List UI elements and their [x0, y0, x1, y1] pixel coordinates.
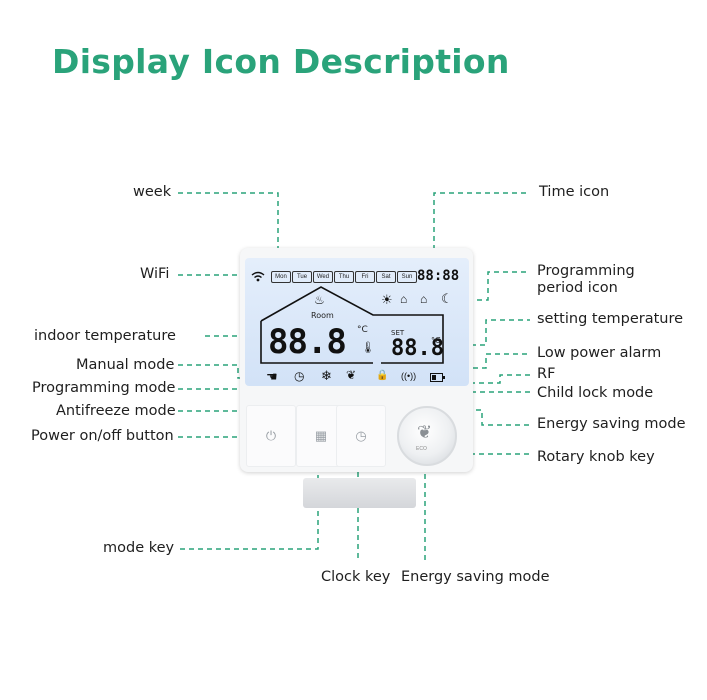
label-rotary-knob-key: Rotary knob key — [537, 449, 655, 465]
device-stand — [303, 478, 416, 508]
label-mode-key: mode key — [103, 540, 175, 556]
home-icon: ⌂ — [400, 292, 408, 306]
label-time-icon: Time icon — [539, 184, 610, 200]
label-programming-mode: Programming mode — [32, 380, 176, 396]
leader-low-power-alarm — [437, 353, 530, 369]
label-power-button: Power on/off button — [31, 428, 174, 444]
battery-icon — [430, 373, 445, 382]
day-sat: Sat — [376, 271, 396, 283]
power-button[interactable]: ⏻ — [246, 405, 296, 467]
label-antifreeze-mode: Antifreeze mode — [56, 403, 176, 419]
hand-icon: ☚ — [266, 369, 278, 384]
flame-icon: ♨ — [314, 293, 325, 307]
sun-icon: ☀ — [381, 292, 393, 307]
snowflake-icon: ❄ — [321, 368, 332, 383]
mode-grid-icon: ▦ — [314, 428, 328, 443]
house-outline — [260, 286, 444, 364]
room-label: Room — [311, 311, 334, 320]
leader-mode-key — [180, 462, 319, 550]
label-energy-saving-bottom: Energy saving mode — [401, 569, 550, 585]
label-setting-temperature: setting temperature — [537, 311, 684, 327]
indoor-unit: °C — [357, 325, 368, 335]
power-icon: ⏻ — [265, 428, 277, 443]
time-display: 88:88 — [417, 268, 460, 284]
clock-key[interactable]: ◷ — [336, 405, 386, 467]
label-manual-mode: Manual mode — [76, 357, 175, 373]
clock-icon: ◷ — [355, 428, 367, 443]
label-wifi: WiFi — [140, 266, 170, 282]
leaf-icon: ❦ — [417, 422, 433, 442]
label-programming-period-line1: Programming — [537, 263, 635, 279]
clock-icon: ◷ — [294, 369, 305, 383]
label-clock-key: Clock key — [321, 569, 391, 585]
label-rf: RF — [537, 366, 556, 382]
label-low-power-alarm: Low power alarm — [537, 345, 662, 361]
label-energy-saving-mode: Energy saving mode — [537, 416, 686, 432]
leader-week — [178, 192, 279, 268]
rf-icon: ((•)) — [401, 371, 417, 381]
leaf-icon: ❦ — [346, 368, 357, 382]
page-title: Display Icon Description — [52, 42, 510, 81]
day-tue: Tue — [292, 271, 312, 283]
indoor-temp-display: 88.8 — [268, 322, 347, 362]
label-programming-period-line2: period icon — [537, 280, 618, 296]
leader-manual-mode — [178, 364, 270, 379]
set-temp-display: 88.8 — [391, 336, 444, 361]
label-indoor-temperature: indoor temperature — [34, 328, 176, 344]
label-child-lock-mode: Child lock mode — [537, 385, 654, 401]
thermometer-icon: 🌡 — [361, 342, 375, 354]
rotary-knob[interactable]: ❦ — [397, 406, 457, 466]
day-thu: Thu — [334, 271, 354, 283]
label-week: week — [133, 184, 172, 200]
moon-icon: ☾ — [441, 291, 453, 306]
set-unit: °C — [431, 336, 441, 345]
wifi-icon — [251, 271, 265, 282]
day-fri: Fri — [355, 271, 375, 283]
set-label: SET — [391, 329, 405, 337]
eco-label: ECO — [416, 446, 427, 452]
day-wed: Wed — [313, 271, 333, 283]
leader-time-icon — [433, 192, 530, 268]
home-icon: ⌂ — [420, 292, 428, 306]
day-mon: Mon — [271, 271, 291, 283]
day-sun: Sun — [397, 271, 417, 283]
lock-icon: 🔒 — [376, 370, 389, 381]
lcd-screen — [245, 258, 469, 386]
leader-setting-temperature — [462, 319, 530, 346]
